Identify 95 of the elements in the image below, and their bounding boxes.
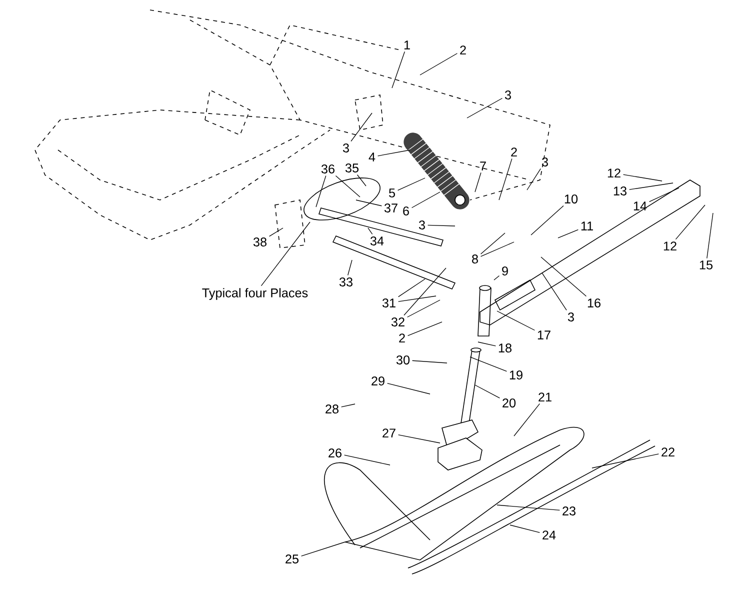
callout-number: 19 (510, 370, 522, 380)
callout-number: 12 (664, 242, 676, 250)
leader-line (397, 178, 426, 191)
leader-line (628, 182, 674, 190)
leader-line (530, 205, 564, 236)
leader-line (540, 256, 587, 297)
leader-line (260, 222, 310, 286)
leader-line (356, 174, 366, 186)
callout-number: 36 (321, 164, 334, 174)
callout-number: 31 (382, 298, 396, 308)
callout-number: 2 (511, 148, 517, 156)
leader-line (706, 212, 714, 259)
callout-number: 6 (403, 206, 409, 216)
leader-line (356, 200, 382, 206)
leader-line (498, 158, 512, 200)
callout-number: 3 (568, 312, 574, 322)
callout-number: 8 (472, 254, 478, 264)
callout-number: 25 (286, 554, 299, 564)
leader-line (427, 224, 456, 226)
leader-line (480, 242, 514, 257)
callout-number: 33 (339, 278, 352, 286)
callout-number: 14 (634, 202, 647, 210)
leader-line (474, 384, 500, 398)
leader-line (420, 53, 458, 76)
callout-number: 28 (326, 404, 338, 414)
leader-line (392, 51, 406, 88)
callout-number: 23 (562, 506, 576, 516)
leader-line (300, 542, 346, 556)
leader-line (406, 300, 440, 318)
leader-line (648, 188, 680, 202)
callout-number: 16 (588, 298, 600, 308)
callout-number: 12 (608, 168, 620, 178)
leader-line (470, 356, 508, 372)
callout-number: 35 (345, 164, 359, 172)
leader-line (407, 322, 442, 336)
callout-number: 3 (342, 144, 349, 152)
leader-line (592, 454, 660, 468)
leader-line (411, 192, 440, 208)
callout-number: 38 (253, 238, 266, 246)
leader-line (478, 342, 496, 346)
callout-number: 1 (404, 40, 410, 50)
leader-line (542, 272, 567, 311)
leader-line (398, 434, 440, 444)
leader-line (558, 229, 578, 238)
leader-line (404, 268, 446, 316)
callout-number: 34 (370, 236, 384, 246)
leader-line (368, 228, 373, 235)
callout-number: 15 (700, 260, 713, 270)
leader-line (494, 275, 500, 280)
callout-number: 2 (460, 46, 466, 54)
callout-number: 30 (396, 356, 410, 364)
leader-line (466, 98, 503, 118)
leader-line (268, 228, 284, 237)
callout-number: 4 (368, 152, 376, 162)
callout-number: 3 (504, 90, 511, 100)
callout-number: 26 (328, 448, 342, 458)
callout-number: 18 (498, 344, 512, 352)
leader-line (340, 404, 356, 408)
callout-number: 13 (614, 186, 626, 196)
callout-number: 37 (384, 204, 398, 212)
leader-line (496, 504, 560, 511)
callout-number: 17 (538, 330, 550, 340)
leader-line (496, 310, 536, 331)
callout-number: 5 (388, 188, 395, 198)
callout-number: 29 (372, 376, 384, 386)
callout-number: 27 (382, 428, 396, 438)
note-text: Typical four Places (202, 288, 308, 300)
leader-line (526, 168, 541, 190)
leader-line (412, 360, 448, 364)
leader-line (316, 175, 326, 208)
leader-line (510, 524, 540, 533)
leader-line (474, 172, 482, 192)
callout-number: 32 (391, 318, 404, 326)
leader-line (622, 174, 662, 182)
callout-number: 11 (581, 222, 593, 230)
callout-number: 2 (399, 334, 405, 342)
callout-number: 9 (502, 266, 508, 276)
leader-line (335, 175, 360, 198)
leader-line (386, 382, 430, 394)
leader-line (344, 454, 390, 466)
callout-number: 3 (418, 220, 425, 230)
leader-line (675, 204, 706, 240)
leader-line (377, 150, 410, 156)
callout-number: 7 (480, 162, 486, 170)
leader-line (348, 260, 352, 276)
leader-line (350, 112, 372, 142)
leader-line (514, 403, 540, 436)
callout-number: 24 (542, 530, 556, 540)
callout-number: 10 (564, 194, 578, 204)
leader-line (480, 232, 506, 254)
leader-line (398, 278, 426, 298)
leader-line (398, 296, 436, 302)
callout-number: 21 (538, 392, 552, 402)
callout-number: 20 (502, 398, 516, 408)
callout-number: 22 (662, 448, 674, 456)
